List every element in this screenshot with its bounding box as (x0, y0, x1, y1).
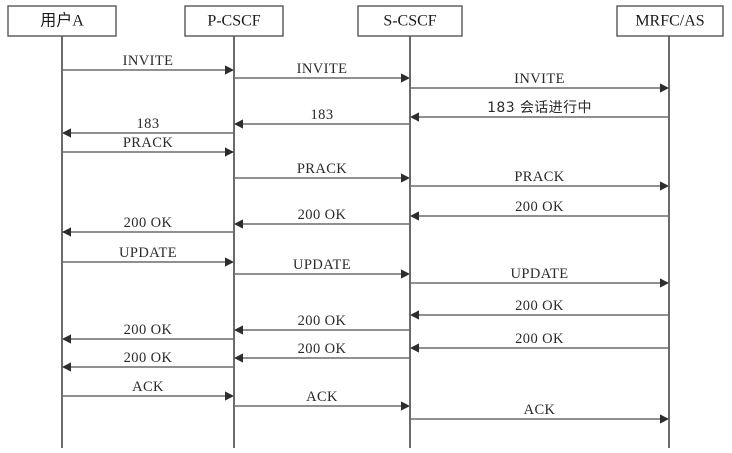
arrow-head-icon (410, 112, 419, 122)
arrow-head-icon (62, 128, 71, 138)
message-arrow[interactable]: 200 OK (234, 341, 410, 363)
arrow-head-icon (401, 173, 410, 183)
arrow-head-icon (410, 310, 419, 320)
arrow-head-icon (234, 353, 243, 363)
message-label: 183 (137, 116, 160, 132)
message-arrow[interactable]: 200 OK (410, 331, 669, 353)
arrow-head-icon (410, 343, 419, 353)
message-arrow[interactable]: 183 (62, 116, 234, 138)
participant-label: P-CSCF (207, 13, 260, 30)
arrow-head-icon (62, 334, 71, 344)
arrow-head-icon (234, 119, 243, 129)
message-label: 200 OK (124, 350, 173, 366)
arrow-head-icon (401, 269, 410, 279)
arrow-head-icon (225, 65, 234, 75)
arrow-head-icon (234, 219, 243, 229)
message-label: PRACK (297, 161, 347, 177)
participant-box-frame (357, 5, 463, 37)
message-arrow[interactable]: INVITE (62, 53, 234, 75)
message-label: ACK (306, 389, 338, 405)
message-label: UPDATE (511, 266, 569, 282)
participant-box-frame (7, 5, 117, 37)
arrow-head-icon (225, 391, 234, 401)
message-label: INVITE (123, 53, 174, 69)
message-arrow[interactable]: INVITE (410, 71, 669, 93)
message-label: ACK (524, 402, 556, 418)
message-label: PRACK (123, 135, 173, 151)
arrow-head-icon (410, 211, 419, 221)
arrow-head-icon (62, 227, 71, 237)
message-label: PRACK (514, 169, 564, 185)
participant-box-pcscf[interactable]: P-CSCF (184, 5, 284, 37)
participant-box-mrfc[interactable]: MRFC/AS (616, 5, 724, 37)
participant-label: 用户A (40, 12, 84, 30)
arrow-head-icon (401, 401, 410, 411)
arrow-head-icon (660, 181, 669, 191)
lifelines-layer (61, 36, 670, 448)
message-label: 200 OK (298, 341, 347, 357)
message-arrow[interactable]: INVITE (234, 61, 410, 83)
message-arrow[interactable]: UPDATE (62, 245, 234, 267)
message-arrow[interactable]: 200 OK (234, 313, 410, 335)
message-arrow[interactable]: ACK (62, 379, 234, 401)
message-arrow[interactable]: 200 OK (62, 322, 234, 344)
message-label: UPDATE (293, 257, 351, 273)
message-arrow[interactable]: 183 (234, 107, 410, 129)
message-label: INVITE (297, 61, 348, 77)
message-label: UPDATE (119, 245, 177, 261)
message-label: 200 OK (515, 199, 564, 215)
message-arrow[interactable]: PRACK (62, 135, 234, 157)
arrow-head-icon (660, 414, 669, 424)
participant-box-frame (616, 5, 724, 37)
arrow-head-icon (225, 257, 234, 267)
message-arrow[interactable]: 183 会话进行中 (410, 100, 669, 122)
participant-box-frame (184, 5, 284, 37)
message-arrow[interactable]: ACK (234, 389, 410, 411)
message-arrow[interactable]: PRACK (410, 169, 669, 191)
participant-box-scscf[interactable]: S-CSCF (357, 5, 463, 37)
participant-box-ua[interactable]: 用户A (7, 5, 117, 37)
message-arrow[interactable]: 200 OK (410, 199, 669, 221)
participant-label: MRFC/AS (635, 13, 704, 30)
arrow-head-icon (660, 83, 669, 93)
message-arrow[interactable]: UPDATE (410, 266, 669, 288)
message-label: 200 OK (298, 207, 347, 223)
message-arrow[interactable]: 200 OK (234, 207, 410, 229)
message-arrow[interactable]: ACK (410, 402, 669, 424)
arrow-head-icon (660, 278, 669, 288)
arrow-head-icon (62, 362, 71, 372)
message-label: 183 会话进行中 (487, 100, 592, 116)
participant-label: S-CSCF (383, 13, 436, 30)
message-label: ACK (132, 379, 164, 395)
participant-boxes-layer: 用户A P-CSCF S-CSCF MRFC/AS (7, 5, 724, 37)
arrow-head-icon (225, 147, 234, 157)
message-arrow[interactable]: 200 OK (62, 215, 234, 237)
message-arrow[interactable]: 200 OK (410, 298, 669, 320)
message-label: 200 OK (515, 298, 564, 314)
message-arrow[interactable]: UPDATE (234, 257, 410, 279)
message-label: 200 OK (124, 322, 173, 338)
message-label: 200 OK (515, 331, 564, 347)
arrow-head-icon (401, 73, 410, 83)
message-label: INVITE (514, 71, 565, 87)
message-arrow[interactable]: PRACK (234, 161, 410, 183)
arrow-head-icon (234, 325, 243, 335)
message-label: 200 OK (298, 313, 347, 329)
message-label: 200 OK (124, 215, 173, 231)
message-arrow[interactable]: 200 OK (62, 350, 234, 372)
message-label: 183 (311, 107, 334, 123)
